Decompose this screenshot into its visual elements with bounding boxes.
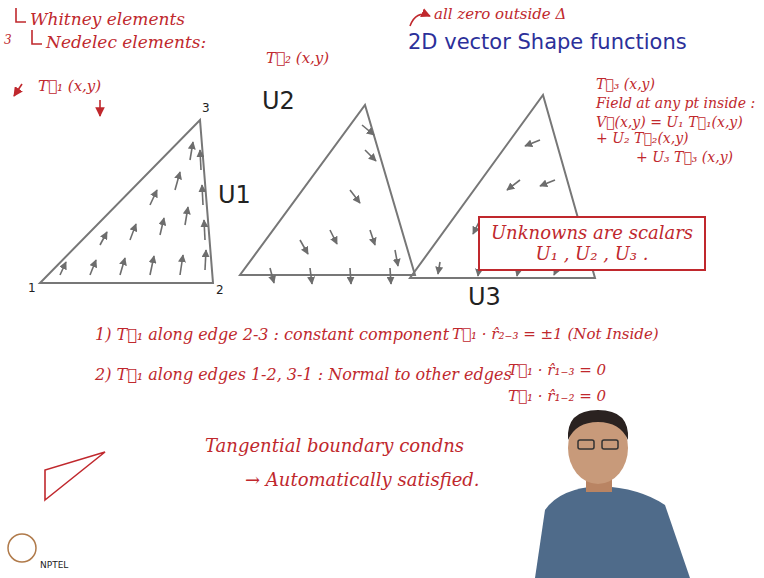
equation-text: T⃗₁ · r̂₁₋₃ = 0 — [508, 362, 606, 379]
logo-text: NPTEL — [40, 560, 68, 570]
vertex-number: 3 — [202, 102, 210, 116]
triangle-label: U3 — [468, 284, 501, 312]
pointer-arrow — [99, 100, 101, 116]
pointer-arrow — [14, 84, 22, 96]
equation-text: T⃗₁ · r̂₂₋₃ = ±1 (Not Inside) — [452, 326, 659, 343]
equation-text: + U₃ T⃗₃ (x,y) — [596, 149, 758, 165]
function-label: T⃗₁ (x,y) — [38, 78, 101, 95]
note-text: 2) T⃗₁ along edges 1-2, 3-1 : Normal to … — [95, 366, 512, 384]
triangle-label: U1 — [218, 182, 251, 210]
logo-mark — [8, 534, 36, 562]
presenter — [535, 410, 690, 578]
equation-text: T⃗₁ · r̂₁₋₂ = 0 — [508, 388, 606, 405]
note-text: Whitney elements — [30, 10, 185, 30]
curved-arrow — [410, 14, 430, 26]
equation-column: T⃗₃ (x,y) Field at any pt inside : V⃗(x,y)… — [596, 76, 758, 165]
hook-mark — [16, 8, 26, 22]
boxed-note: Unknowns are scalars U₁ , U₂ , U₃ . — [478, 216, 706, 271]
vertex-number: 1 — [28, 282, 36, 296]
equation-text: T⃗₃ (x,y) — [596, 76, 758, 92]
equation-text: V⃗(x,y) = U₁ T⃗₁(x,y) + U₂ T⃗₂(x,y) — [596, 114, 758, 146]
sketch-triangle — [45, 452, 105, 500]
triangle-label: U2 — [262, 88, 295, 116]
note-text: all zero outside Δ — [434, 6, 566, 23]
note-text: Tangential boundary condns — [205, 436, 464, 457]
slide-title: 2D vector Shape functions — [408, 30, 687, 54]
equation-text: Field at any pt inside : — [596, 95, 758, 111]
box-text: Unknowns are scalars U₁ , U₂ , U₃ . — [488, 223, 696, 264]
note-text: Nedelec elements: — [46, 33, 206, 53]
page-number: 3 — [4, 34, 12, 48]
note-text: 1) T⃗₁ along edge 2-3 : constant compone… — [95, 326, 449, 344]
hook-mark — [32, 30, 42, 44]
note-text: → Automatically satisfied. — [245, 470, 480, 491]
vertex-number: 2 — [216, 284, 224, 298]
function-label: T⃗₂ (x,y) — [266, 50, 329, 67]
